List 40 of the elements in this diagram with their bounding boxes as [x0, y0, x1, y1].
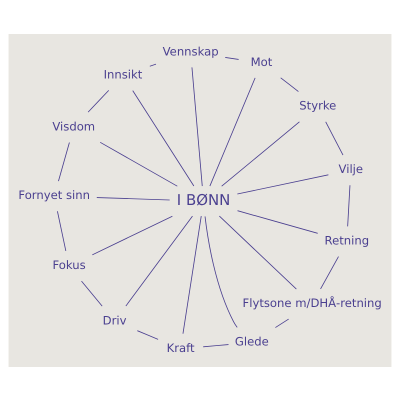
node-text: I BØNN: [176, 190, 230, 208]
connector: [132, 90, 194, 186]
node-text: Glede: [234, 334, 269, 348]
connector: [149, 63, 156, 66]
node-text: Fornyet sinn: [18, 188, 90, 202]
node-text: Vennskap: [162, 44, 219, 58]
connector: [202, 344, 229, 347]
connector: [204, 216, 238, 328]
connector: [136, 330, 158, 340]
connector: [209, 76, 256, 186]
node-text: Retning: [324, 233, 370, 248]
connector: [57, 210, 66, 251]
connector: [182, 215, 202, 334]
connector: [125, 215, 193, 306]
connector: [58, 142, 70, 181]
node-text: Styrke: [299, 98, 336, 112]
node-text: Innsikt: [104, 66, 142, 81]
connector: [280, 76, 299, 92]
connector: [192, 66, 203, 186]
node-text: Driv: [102, 312, 127, 327]
connector: [92, 215, 173, 255]
node-text: Mot: [250, 54, 272, 68]
connector: [224, 56, 240, 60]
connector: [347, 184, 350, 226]
connector: [88, 89, 110, 112]
connector: [236, 174, 329, 194]
connector: [237, 210, 318, 234]
node-text: Flytsone m/DHÅ-retning: [242, 296, 382, 310]
connector: [218, 215, 297, 289]
connector: [274, 318, 290, 328]
connector: [325, 120, 344, 155]
connector: [221, 120, 300, 186]
connector: [100, 141, 178, 186]
connector: [81, 280, 103, 306]
node-text: Vilje: [338, 162, 364, 176]
node-text: Visdom: [52, 118, 96, 133]
node-text: Kraft: [166, 340, 195, 354]
connector: [320, 256, 339, 289]
node-text: Fokus: [52, 258, 86, 272]
connector: [96, 196, 170, 200]
